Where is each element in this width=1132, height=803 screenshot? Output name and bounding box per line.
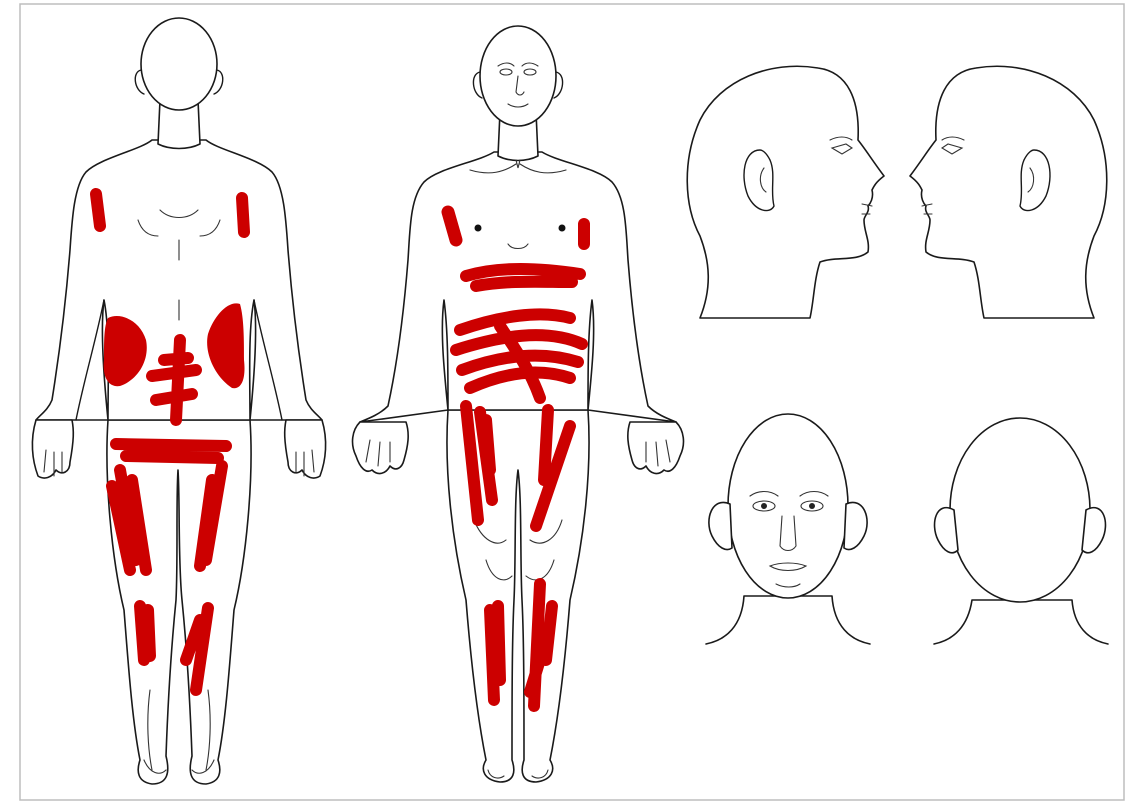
- pain-front-left-shin: [490, 606, 500, 700]
- pain-back-lower-band: [116, 444, 226, 458]
- pain-back-left-calf: [140, 606, 150, 660]
- right-nipple: [559, 225, 566, 232]
- pain-front-left-shoulder: [448, 212, 456, 240]
- left-nipple: [475, 225, 482, 232]
- pain-back-left-shoulder: [96, 194, 100, 226]
- pain-front-upper-abdomen: [466, 269, 580, 286]
- pain-back-right-shoulder: [242, 198, 244, 232]
